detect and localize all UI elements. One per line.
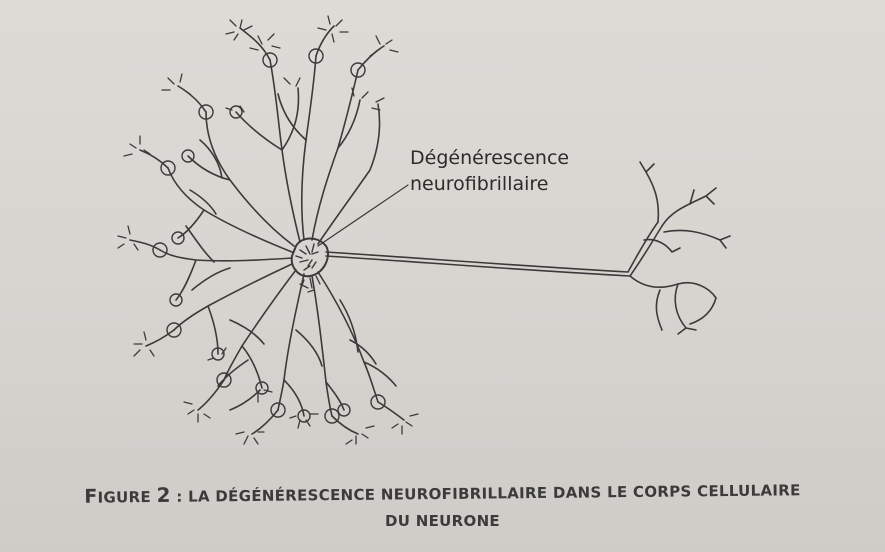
dendrites bbox=[130, 26, 404, 434]
annotation-line-1: Dégénérescence bbox=[410, 145, 569, 171]
caption-line-2: DU NEURONE bbox=[0, 508, 885, 534]
annotation-line-2: neurofibrillaire bbox=[410, 171, 569, 197]
figure-annotation: Dégénérescence neurofibrillaire bbox=[410, 145, 569, 197]
dendrite-spines bbox=[118, 16, 418, 444]
annotation-leader bbox=[318, 185, 408, 246]
caption-line-1: FIGURE 2 : LA DÉGÉNÉRESCENCE NEUROFIBRIL… bbox=[0, 473, 885, 512]
neuron-illustration bbox=[0, 0, 885, 470]
caption-initial: F bbox=[84, 486, 98, 508]
figure-caption: FIGURE 2 : LA DÉGÉNÉRESCENCE NEUROFIBRIL… bbox=[0, 478, 885, 534]
caption-text: : LA DÉGÉNÉRESCENCE NEUROFIBRILLAIRE DAN… bbox=[176, 481, 801, 506]
cell-body bbox=[292, 239, 328, 293]
caption-figure-number: 2 bbox=[156, 483, 170, 507]
caption-prefix: IGURE bbox=[98, 488, 152, 507]
